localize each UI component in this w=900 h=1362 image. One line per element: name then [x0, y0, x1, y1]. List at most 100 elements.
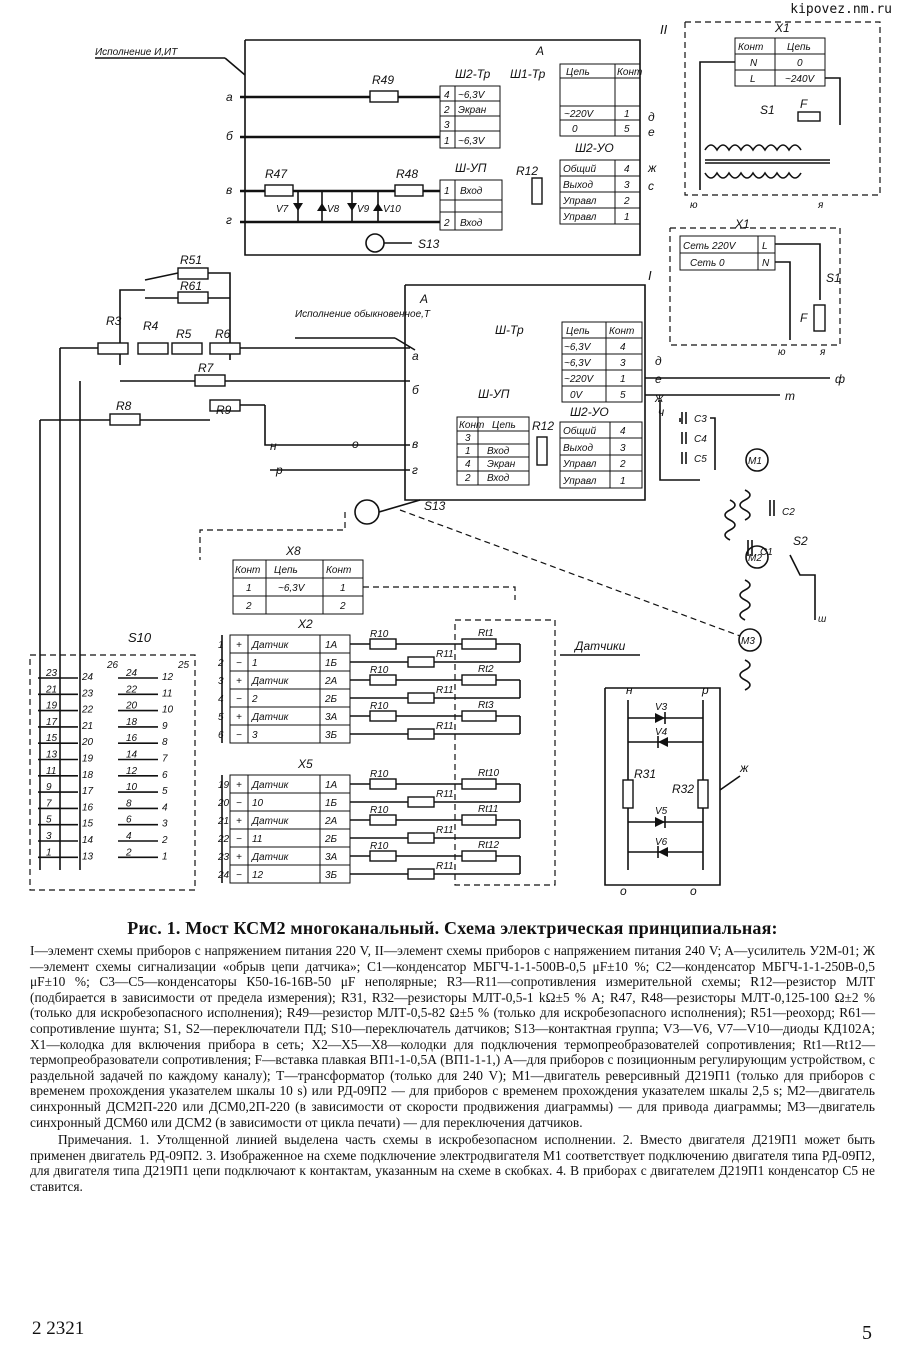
v10-label: V10	[383, 204, 401, 215]
fuse-i	[813, 304, 826, 332]
s10-mid-contact: 20	[81, 737, 94, 748]
amp-v-letter: в	[412, 437, 418, 451]
signature-mark: 2 2321	[32, 1318, 85, 1339]
sh-up-top-row1-num: 1	[444, 186, 450, 197]
resistor-r48	[394, 184, 424, 197]
sh-up-row1-num: 3	[465, 433, 471, 444]
resistor-r5	[171, 342, 203, 355]
r48-label: R48	[396, 167, 418, 181]
sh-up-row3-num: 4	[465, 459, 471, 470]
switch-s13: S13	[199, 499, 446, 560]
x2-sign-label: +	[236, 640, 242, 651]
x5-pin-label: 24	[217, 870, 230, 881]
x5-num-label: 2A	[324, 816, 338, 827]
sh-tr-head-circuit: Цепь	[566, 326, 590, 337]
sh-up-row3-name: Экран	[487, 459, 516, 470]
s10-right-contact: 4	[162, 802, 168, 813]
x2-name-label: 2	[251, 694, 258, 705]
zh-p-label: р	[701, 683, 709, 697]
zh-o-right: о	[690, 884, 697, 898]
x2-r10-label: R10	[370, 701, 389, 712]
s1-i-label: S1	[826, 271, 841, 285]
bridge-resistors: R51 R61 R3 R4 R5 R6 R7 R8 R9 н р	[39, 253, 410, 870]
x5-r11-label: R11	[436, 861, 454, 872]
x8-head-2: Цепь	[274, 565, 298, 576]
zh-alarm-element: н р V3 V4 R31 R32 ж V5 V6 о о	[604, 683, 749, 898]
x5-r10-resistor	[369, 850, 397, 862]
s10-right-contact: 5	[162, 786, 168, 797]
x2-r11-resistor	[407, 656, 435, 668]
x5-sign-label: −	[236, 834, 242, 845]
v6-label: V6	[655, 837, 668, 848]
x2-r11-resistor	[407, 692, 435, 704]
i-yu-label: ю	[778, 347, 786, 358]
amp-g-letter: г	[412, 463, 418, 477]
s10-inner-contact: 16	[126, 733, 138, 744]
m1-winding-2	[739, 489, 751, 521]
x5-sign-label: −	[236, 798, 242, 809]
block-a-main-label: A	[419, 292, 428, 306]
resistor-r31	[622, 779, 634, 809]
sh2-tr-row1-name: ~6,3V	[458, 90, 486, 101]
bridge-p-label: р	[275, 463, 283, 477]
v8-label: V8	[327, 204, 340, 215]
x2-num-label: 3A	[325, 712, 338, 723]
sh-letter: ш	[818, 614, 827, 625]
s10-left-contact: 13	[46, 750, 58, 761]
x2-r11-resistor	[407, 728, 435, 740]
zh-n-label: н	[626, 683, 633, 697]
resistor-r3	[97, 342, 129, 355]
s10-mid-contact: 19	[82, 754, 94, 765]
s10-left-contact: 19	[46, 701, 58, 712]
x5-sign-label: −	[236, 870, 242, 881]
s10-top-25: 25	[177, 660, 190, 671]
resistor-r6	[209, 342, 241, 355]
x5-r11-label: R11	[436, 789, 454, 800]
sh2-tr-row2-num: 2	[443, 105, 450, 116]
x5-num-label: 2Б	[324, 834, 338, 845]
block-i: X1 Сеть 220V L Сеть 0 N I S1 F ю я	[648, 217, 841, 358]
sh2-uo-row3-num: 2	[619, 459, 626, 470]
amp-b-letter: б	[412, 383, 420, 397]
m2-label: M2	[748, 553, 762, 564]
x5-rt-resistor	[461, 778, 497, 790]
sh1-tr-row2-num: 5	[624, 124, 630, 135]
s10-mid-contact: 23	[81, 688, 94, 699]
x5-num-label: 3A	[325, 852, 338, 863]
sh-up-head-circuit: Цепь	[492, 420, 516, 431]
figure-title: Рис. 1. Мост КСМ2 многоканальный. Схема …	[127, 918, 778, 938]
s10-inner-contact: 6	[126, 815, 132, 826]
out-e-top: е	[648, 125, 655, 139]
sh2-tr-row2-name: Экран	[458, 105, 487, 116]
sh-tr-title: Ш-Тр	[495, 323, 524, 337]
left-inputs: а б в г	[226, 90, 234, 227]
s10-mid-contact: 18	[82, 770, 94, 781]
motor-m2	[745, 545, 769, 569]
x2-name-label: Датчик	[251, 712, 290, 723]
x5-rt-resistor	[461, 814, 497, 826]
motors: M1 C2 C1 M2 S2 ш M3	[399, 448, 827, 691]
terminal-x8: X8 Конт Цепь Конт 1 ~6,3V 1 2 2	[232, 544, 516, 615]
x5-name-label: 12	[252, 870, 264, 881]
x2-r11-label: R11	[436, 685, 454, 696]
x5-pin-label: 23	[217, 852, 230, 863]
x1-i-row1-name: Сеть 220V	[683, 241, 737, 252]
x8-r1-b: ~6,3V	[278, 583, 306, 594]
s10-inner-contact: 10	[126, 782, 138, 793]
sh2-tr-row4-name: ~6,3V	[458, 136, 486, 147]
variant-ordinary-label: Исполнение обыкновенное,Т	[295, 308, 431, 320]
x2-num-label: 2Б	[324, 694, 338, 705]
s10-mid-contact: 16	[82, 802, 94, 813]
x2-name-label: 3	[252, 730, 258, 741]
sh2-tr-title: Ш2-Тр	[455, 67, 491, 81]
s10-right-contact: 9	[162, 721, 168, 732]
resistor-r51	[177, 267, 209, 280]
s10-left-contact: 7	[46, 798, 52, 809]
s1-ii-label: S1	[760, 103, 775, 117]
sh-tr-row1-name: ~6,3V	[564, 342, 592, 353]
resistor-r4	[137, 342, 169, 355]
s2-label: S2	[793, 534, 808, 548]
sh-up-top-row2-num: 2	[443, 218, 450, 229]
x5-r10-label: R10	[370, 841, 389, 852]
